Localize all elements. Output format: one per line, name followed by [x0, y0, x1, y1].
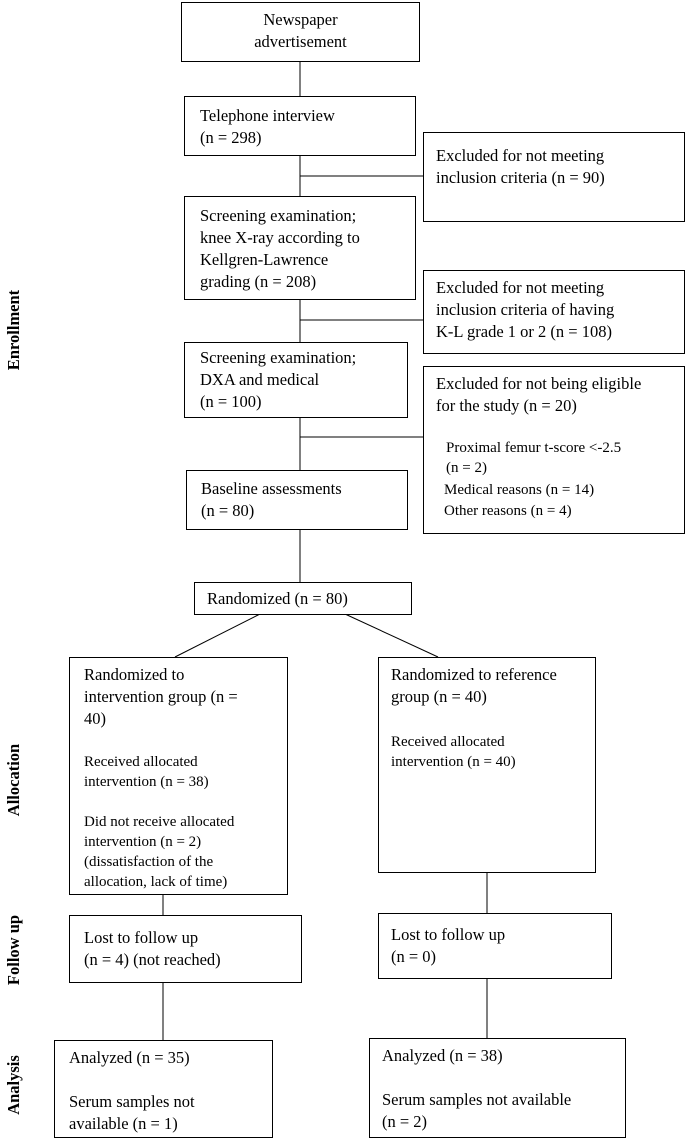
box-analyzed-intervention: Analyzed (n = 35) Serum samples not avai… — [54, 1040, 273, 1138]
box-text-line: inclusion criteria (n = 90) — [436, 168, 605, 187]
box-text-line: intervention (n = 38) — [84, 774, 209, 790]
exclusion-reason: Other reasons (n = 4) — [444, 503, 572, 519]
box-text-line: (dissatisfaction of the — [84, 854, 214, 870]
box-excluded-108: Excluded for not meeting inclusion crite… — [423, 270, 685, 354]
box-text-line: Baseline assessments — [201, 479, 342, 498]
section-label-follow-up: Follow up — [4, 914, 23, 986]
box-text-line: Randomized to reference — [391, 665, 557, 684]
box-text-line: Excluded for not meeting — [436, 146, 605, 165]
box-text-line: grading (n = 208) — [200, 272, 317, 291]
box-text-line: intervention group (n = — [84, 687, 238, 706]
box-text-line: DXA and medical — [200, 370, 320, 389]
box-text-line: group (n = 40) — [391, 687, 487, 706]
box-text-line: intervention (n = 2) — [84, 834, 202, 850]
box-newspaper-advertisement: Newspaper advertisement — [181, 2, 420, 62]
box-excluded-90: Excluded for not meeting inclusion crite… — [423, 132, 685, 222]
box-text-line: Lost to follow up — [391, 925, 506, 944]
box-text-line: K-L grade 1 or 2 (n = 108) — [436, 322, 612, 341]
box-baseline-assessments: Baseline assessments (n = 80) — [186, 470, 408, 530]
box-text-line: Analyzed (n = 38) — [382, 1046, 503, 1065]
box-text-line: Received allocated — [391, 734, 505, 750]
box-text-line: Screening examination; — [200, 348, 357, 367]
box-text-line: Lost to follow up — [84, 928, 199, 947]
box-text-line: (n = 0) — [391, 947, 437, 966]
box-screening-dxa: Screening examination; DXA and medical (… — [184, 342, 408, 418]
box-analyzed-reference: Analyzed (n = 38) Serum samples not avai… — [369, 1038, 626, 1138]
box-text-line: available (n = 1) — [69, 1114, 178, 1133]
box-text-line: (n = 2) — [382, 1112, 428, 1131]
box-text-line: intervention (n = 40) — [391, 754, 516, 770]
exclusion-reason: Medical reasons (n = 14) — [444, 482, 595, 498]
box-text-line: advertisement — [254, 32, 347, 51]
box-text-line: Randomized (n = 80) — [207, 589, 348, 608]
box-text-line: Analyzed (n = 35) — [69, 1048, 190, 1067]
box-text-line: Serum samples not available — [382, 1090, 572, 1109]
box-text-line: knee X-ray according to — [200, 228, 360, 247]
connector-randomized-intervention — [174, 613, 261, 658]
exclusion-reason: (n = 2) — [446, 460, 487, 476]
box-text-line: Received allocated — [84, 754, 198, 770]
section-label-analysis: Analysis — [4, 1055, 23, 1115]
box-text-line: Excluded for not being eligible — [436, 374, 642, 393]
box-telephone-interview: Telephone interview (n = 298) — [184, 96, 416, 156]
box-text-line: allocation, lack of time) — [84, 874, 228, 890]
box-text-line: Excluded for not meeting — [436, 278, 605, 297]
box-text-line: Screening examination; — [200, 206, 357, 225]
box-lost-to-follow-up-intervention: Lost to follow up (n = 4) (not reached) — [69, 915, 302, 983]
box-randomized: Randomized (n = 80) — [194, 582, 412, 615]
box-text-line: (n = 298) — [200, 128, 262, 147]
box-text-line: Randomized to — [84, 665, 185, 684]
box-text-line: Serum samples not — [69, 1092, 195, 1111]
connector-randomized-reference — [344, 613, 439, 658]
box-text-line: inclusion criteria of having — [436, 300, 615, 319]
box-text-line: (n = 100) — [200, 392, 262, 411]
exclusion-reason: Proximal femur t-score <-2.5 — [446, 440, 622, 456]
box-text-line: Telephone interview — [200, 106, 335, 125]
box-reference-group: Randomized to reference group (n = 40) R… — [378, 657, 596, 873]
box-screening-xray: Screening examination; knee X-ray accord… — [184, 196, 416, 300]
box-text-line: (n = 80) — [201, 501, 255, 520]
box-intervention-group: Randomized to intervention group (n = 40… — [69, 657, 288, 895]
box-excluded-20: Excluded for not being eligible for the … — [423, 366, 685, 534]
box-lost-to-follow-up-reference: Lost to follow up (n = 0) — [378, 913, 612, 979]
box-text-line: for the study (n = 20) — [436, 396, 577, 415]
box-text-line: (n = 4) (not reached) — [84, 950, 221, 969]
box-text-line: Kellgren-Lawrence — [200, 250, 329, 269]
section-label-enrollment: Enrollment — [4, 289, 23, 371]
box-text-line: Did not receive allocated — [84, 814, 235, 830]
section-label-allocation: Allocation — [4, 743, 23, 817]
box-text-line: 40) — [84, 709, 106, 728]
box-text-line: Newspaper — [263, 10, 338, 29]
